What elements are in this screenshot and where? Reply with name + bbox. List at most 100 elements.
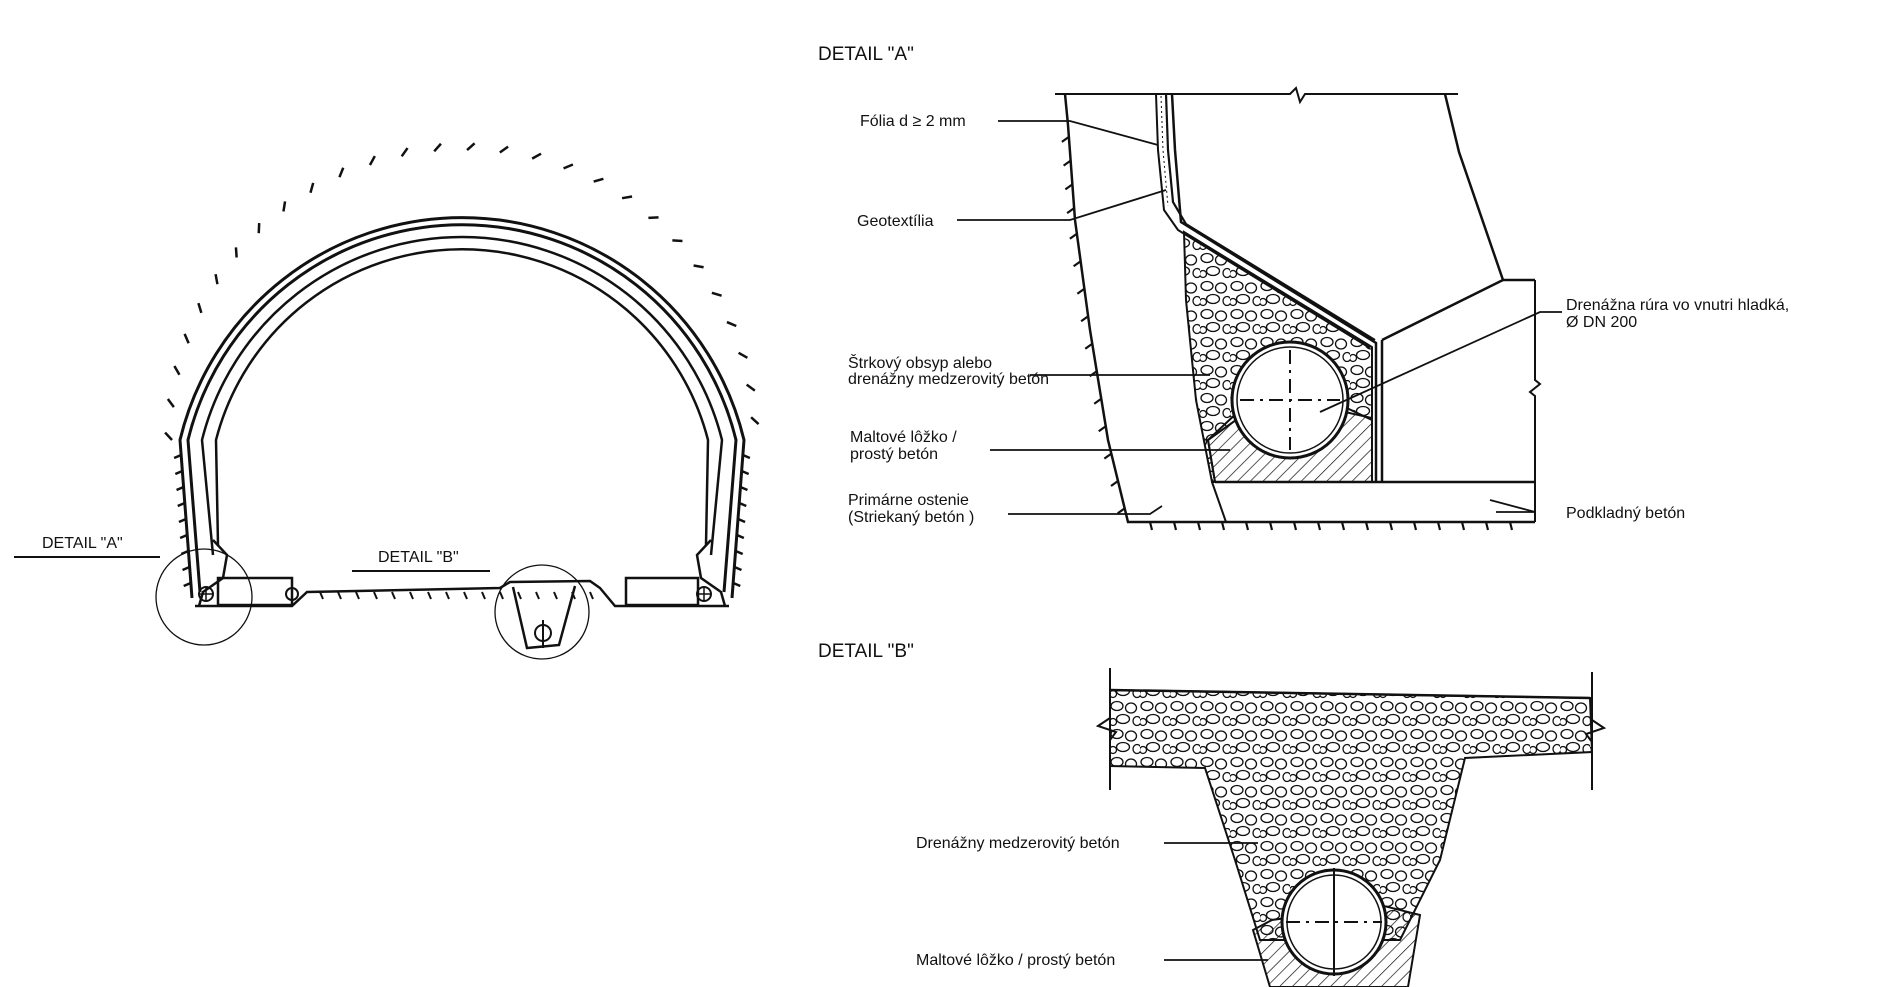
detail-b-drain-pipe-icon [1280,868,1388,976]
detail-a-gravel-left-line [1211,481,1227,523]
rock-tooth [1062,159,1072,167]
primarne-leader [1008,505,1163,515]
rock-tooth [1061,135,1070,143]
right-sidewalk [624,576,700,607]
rock-tooth [1364,521,1370,531]
strkovy-label-2: drenážny medzerovitý betón [848,371,1049,388]
anchor-tooth [368,155,376,166]
geotextilia-leader [957,189,1167,221]
anchor-tooth [589,591,594,600]
anchor-tooth [337,591,342,600]
membrane-dashes [1160,95,1169,207]
anchor-tooth [726,320,737,328]
rock-tooth [1316,521,1322,531]
primarne-label-1: Primárne ostenie [848,492,969,509]
anchor-tooth [621,195,633,200]
drenazny-label: Drenážny medzerovitý betón [916,835,1120,852]
rock-tooth [1412,521,1418,531]
rock-tooth [1117,507,1126,515]
drenazna-label-2: Ø DN 200 [1566,314,1637,331]
detail-b-top-line [1109,688,1591,700]
anchor-tooth [197,302,203,314]
anchor-tooth [164,431,173,441]
inner-lining-face [1443,93,1535,282]
rock-tooth [1072,260,1082,268]
anchor-tooth [234,247,238,258]
rock-tooth [1069,232,1078,240]
anchor-tooth [563,163,574,170]
maltove-label-2: prostý betón [850,446,938,463]
tunnel-cross-section: DETAIL "A" DETAIL "B" [14,142,760,660]
inner-lining-inner-line [214,248,710,546]
rock-tooth [1268,521,1274,531]
anchor-tooth [745,383,756,392]
drain-pipe-icon [1230,340,1350,460]
anchor-tooth [499,145,509,154]
anchor-tooth [693,264,704,269]
anchor-tooth [309,182,315,194]
podkladny-label: Podkladný betón [1566,505,1685,522]
rock-tooth [1460,521,1466,531]
anchor-tooth [433,142,442,153]
detail-b-title: DETAIL "B" [818,641,914,662]
anchor-tooth [282,201,287,212]
inner-lining-bottom [1381,278,1504,342]
detail-a-title: DETAIL "A" [818,44,914,65]
anchor-tooth [338,167,345,178]
rock-tooth [1148,521,1154,531]
detail-a-top-line [1055,86,1458,105]
anchor-tooth [672,239,683,243]
anchor-tooth [711,291,722,297]
podkladny-leader [1489,499,1536,513]
rock-tooth [1093,397,1102,405]
rock-tooth [1196,521,1202,531]
anchor-tooth [173,365,181,376]
anchor-tooth [183,333,190,344]
right-drain-pipe-icon [696,586,712,602]
detail-a-right-break [1528,280,1542,522]
rock-tooth [1080,315,1089,323]
folia-leader [998,120,1159,146]
tunnel-teeth [164,142,760,600]
folia-label: Fólia d ≥ 2 mm [860,113,966,130]
left-cable-duct-icon [285,587,299,601]
anchor-tooth [319,591,324,600]
rock-tooth [1388,521,1394,531]
anchor-tooth [463,591,468,600]
anchor-tooth [391,591,396,600]
invert-line [195,579,729,608]
anchor-tooth [481,591,486,600]
left-sidewalk [216,576,294,607]
anchor-tooth [466,142,476,151]
rock-tooth [1098,425,1107,433]
inner-lining-outer-line [200,235,724,556]
anchor-tooth [593,177,604,183]
drenazna-leader [1319,311,1562,413]
inner-lining-outline [1170,93,1378,482]
rock-tooth [1436,521,1442,531]
rock-tooth [1508,521,1514,531]
detail-a: DETAIL "A" [818,44,1789,531]
detail-a-overview-label: DETAIL "A" [42,535,123,552]
rock-tooth [1064,183,1074,191]
rock-tooth [1076,287,1086,295]
primary-lining-line [186,223,738,593]
anchor-tooth [535,591,540,600]
rock-tooth [1484,521,1490,531]
strkovy-label-1: Štrkový obsyp alebo [848,353,992,372]
detail-b-overview-label: DETAIL "B" [378,549,459,566]
anchor-tooth [737,351,749,359]
anchor-tooth [445,591,450,600]
anchor-tooth [648,216,659,220]
drenazna-label-1: Drenážna rúra vo vnutri hladká, [1566,297,1789,314]
detail-b-marker-circle [494,564,590,660]
anchor-tooth [750,416,760,426]
excavation-line [178,216,746,599]
anchor-tooth [166,398,175,408]
rock-tooth [1244,521,1250,531]
rock-tooth [1292,521,1298,531]
left-drain-pipe-icon [198,586,214,602]
anchor-tooth [531,152,542,160]
anchor-tooth [409,591,414,600]
anchor-tooth [517,591,522,600]
